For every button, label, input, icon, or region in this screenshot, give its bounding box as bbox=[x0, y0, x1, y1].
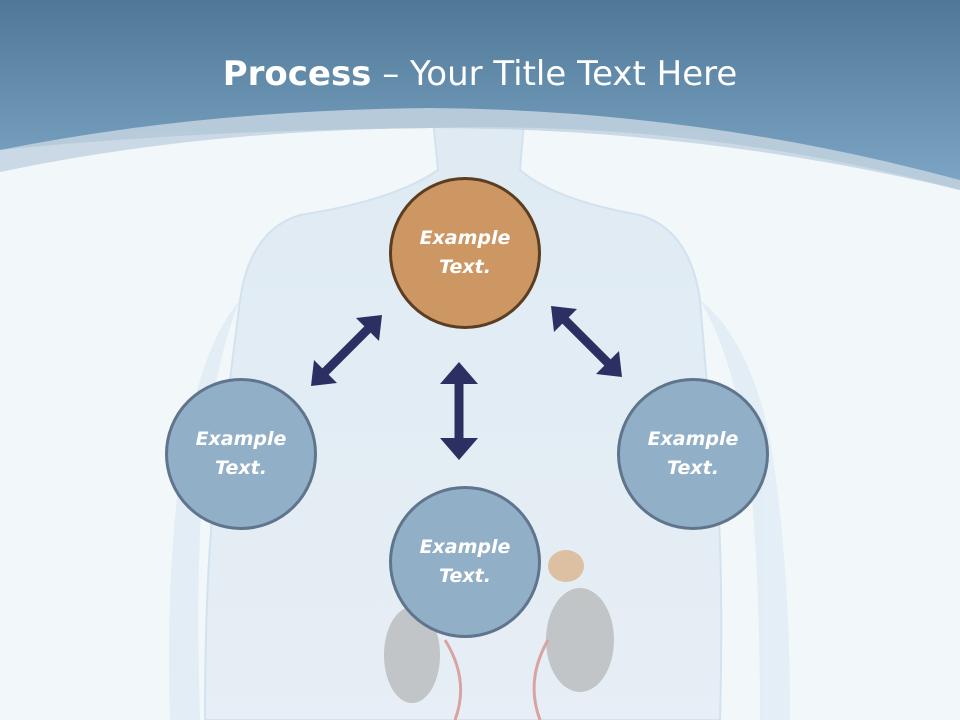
node-left-label: Example Text. bbox=[195, 428, 287, 479]
slide-title: Process – Your Title Text Here bbox=[0, 52, 960, 96]
header-swoosh bbox=[0, 108, 960, 190]
header-band bbox=[0, 0, 960, 190]
title-bold: Process bbox=[222, 54, 372, 94]
node-right-label: Example Text. bbox=[647, 428, 739, 479]
node-bottom-label: Example Text. bbox=[419, 536, 511, 587]
title-rest: – Your Title Text Here bbox=[371, 54, 738, 94]
process-node-bottom[interactable]: Example Text. bbox=[389, 486, 541, 638]
node-top-label: Example Text. bbox=[419, 227, 511, 278]
process-node-right[interactable]: Example Text. bbox=[617, 378, 769, 530]
process-node-top[interactable]: Example Text. bbox=[389, 177, 541, 329]
process-node-left[interactable]: Example Text. bbox=[165, 378, 317, 530]
